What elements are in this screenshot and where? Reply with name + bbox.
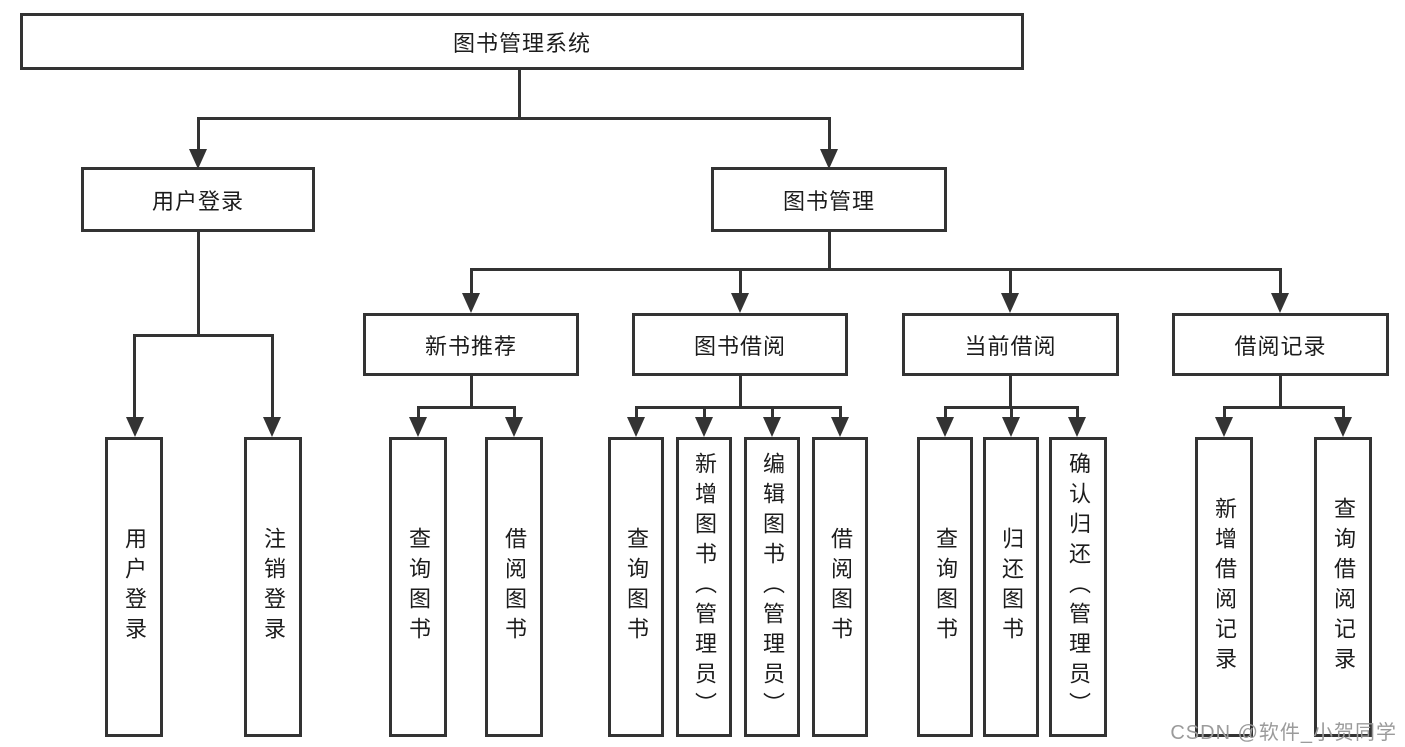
csdn-watermark: CSDN @软件_小贺同学 (1170, 722, 1397, 744)
connector-line (1010, 406, 1013, 419)
leaf-borrow-books-recommend: 借阅图书 (485, 437, 543, 737)
node-current-borrow: 当前借阅 (902, 313, 1119, 376)
arrowhead-down-icon (189, 149, 207, 169)
node-book-borrow: 图书借阅 (632, 313, 848, 376)
connector-line (470, 376, 473, 408)
leaf-add-borrow-record: 新增借阅记录 (1195, 437, 1253, 737)
arrowhead-down-icon (831, 417, 849, 437)
connector-line (1009, 268, 1012, 295)
node-borrow-records: 借阅记录 (1172, 313, 1389, 376)
connector-line (518, 70, 521, 118)
connector-line (703, 406, 706, 419)
connector-line (944, 406, 947, 419)
leaf-query-borrow-record: 查询借阅记录 (1314, 437, 1372, 737)
connector-line (828, 232, 831, 270)
leaf-confirm-return-admin: 确认归还（管理员） (1049, 437, 1107, 737)
arrowhead-down-icon (695, 417, 713, 437)
connector-line (470, 268, 1282, 271)
arrowhead-down-icon (1068, 417, 1086, 437)
arrowhead-down-icon (820, 149, 838, 169)
connector-line (739, 376, 742, 408)
connector-line (1279, 376, 1282, 408)
connector-line (197, 117, 831, 120)
connector-line (1076, 406, 1079, 419)
leaf-borrow-books: 借阅图书 (812, 437, 868, 737)
arrowhead-down-icon (936, 417, 954, 437)
arrowhead-down-icon (409, 417, 427, 437)
arrowhead-down-icon (1271, 293, 1289, 313)
arrowhead-down-icon (263, 417, 281, 437)
connector-line (635, 406, 638, 419)
root-node-library-system: 图书管理系统 (20, 13, 1024, 70)
connector-line (1223, 406, 1344, 409)
node-new-book-recommend: 新书推荐 (363, 313, 579, 376)
arrowhead-down-icon (505, 417, 523, 437)
connector-line (1009, 376, 1012, 408)
leaf-add-books-admin: 新增图书（管理员） (676, 437, 732, 737)
connector-line (133, 334, 136, 419)
connector-line (470, 268, 473, 295)
connector-line (133, 334, 274, 337)
arrowhead-down-icon (1334, 417, 1352, 437)
connector-line (635, 406, 842, 409)
connector-line (417, 406, 516, 409)
arrowhead-down-icon (731, 293, 749, 313)
connector-line (828, 117, 831, 151)
node-book-management: 图书管理 (711, 167, 947, 232)
node-user-login: 用户登录 (81, 167, 315, 232)
connector-line (839, 406, 842, 419)
leaf-query-books-current: 查询图书 (917, 437, 973, 737)
arrowhead-down-icon (1215, 417, 1233, 437)
connector-line (271, 334, 274, 419)
connector-line (417, 406, 420, 419)
arrowhead-down-icon (462, 293, 480, 313)
leaf-query-books-recommend: 查询图书 (389, 437, 447, 737)
arrowhead-down-icon (1001, 293, 1019, 313)
leaf-return-books: 归还图书 (983, 437, 1039, 737)
connector-line (513, 406, 516, 419)
connector-line (771, 406, 774, 419)
connector-line (197, 232, 200, 336)
leaf-logout: 注销登录 (244, 437, 302, 737)
leaf-user-login: 用户登录 (105, 437, 163, 737)
connector-line (1279, 268, 1282, 295)
connector-line (197, 117, 200, 151)
arrowhead-down-icon (126, 417, 144, 437)
connector-line (739, 268, 742, 295)
arrowhead-down-icon (1002, 417, 1020, 437)
leaf-edit-books-admin: 编辑图书（管理员） (744, 437, 800, 737)
connector-line (1223, 406, 1226, 419)
leaf-query-books-borrow: 查询图书 (608, 437, 664, 737)
arrowhead-down-icon (627, 417, 645, 437)
arrowhead-down-icon (763, 417, 781, 437)
connector-line (1342, 406, 1345, 419)
